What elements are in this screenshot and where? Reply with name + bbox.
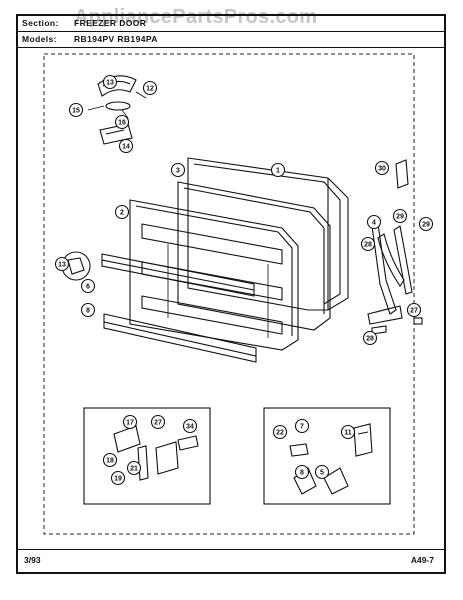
callout-circle — [314, 464, 330, 480]
callout-circle — [360, 236, 376, 252]
models-value: RB194PV RB194PA — [74, 34, 158, 44]
callout-circle — [340, 424, 356, 440]
section-row: Section: FREEZER DOOR — [18, 16, 444, 31]
callout-number: 1 — [276, 168, 280, 175]
callout-circle — [406, 302, 422, 318]
models-row: Models: RB194PV RB194PA — [18, 32, 444, 47]
callout-circle — [374, 160, 390, 176]
callout-circle — [80, 278, 96, 294]
callout-number: 28 — [366, 336, 374, 343]
callout-circle — [270, 162, 286, 178]
models-label: Models: — [22, 34, 57, 44]
callout-circle — [102, 74, 118, 90]
callout-circle — [362, 330, 378, 346]
hinge-cover-group — [87, 75, 147, 145]
callout-number: 29 — [396, 214, 404, 221]
models-divider — [18, 47, 444, 48]
callout-number: 21 — [130, 466, 138, 473]
callout-number: 7 — [300, 424, 304, 431]
callout-circle — [80, 302, 96, 318]
callout-circle — [114, 204, 130, 220]
callout-circle — [102, 452, 118, 468]
door-stop-detail-box — [263, 407, 391, 505]
callout-number: 8 — [300, 470, 304, 477]
callout-number: 15 — [72, 108, 80, 115]
callout-number: 3 — [176, 168, 180, 175]
callout-number: 18 — [106, 458, 114, 465]
callout-number: 28 — [364, 242, 372, 249]
callout-circle — [110, 470, 126, 486]
callout-circle — [170, 162, 186, 178]
callout-number: 34 — [186, 424, 194, 431]
freezer-door-assembly — [61, 157, 349, 363]
callout-number: 14 — [122, 144, 130, 151]
callout-circle — [122, 414, 138, 430]
callout-circle — [392, 208, 408, 224]
callout-number: 16 — [118, 120, 126, 127]
footer-divider — [18, 549, 444, 550]
callout-number: 4 — [372, 220, 376, 227]
callout-circle — [294, 464, 310, 480]
callout-circle — [366, 214, 382, 230]
callout-number: 17 — [126, 420, 134, 427]
header-divider — [18, 31, 444, 32]
footer-date: 3/93 — [24, 555, 41, 565]
callout-circle — [126, 460, 142, 476]
callout-number: 2 — [120, 210, 124, 217]
callout-circle — [68, 102, 84, 118]
callout-circle — [294, 418, 310, 434]
section-value: FREEZER DOOR — [74, 18, 147, 28]
callout-number: 12 — [146, 86, 154, 93]
callout-circle — [182, 418, 198, 434]
callout-number: 19 — [114, 476, 122, 483]
callout-circle — [118, 138, 134, 154]
callout-number: 5 — [320, 470, 324, 477]
callout-number: 13 — [106, 80, 114, 87]
callout-circle — [54, 256, 70, 272]
callout-number: 27 — [410, 308, 418, 315]
callout-number: 29 — [422, 222, 430, 229]
callout-number: 11 — [344, 430, 352, 437]
callout-number: 22 — [276, 430, 284, 437]
callout-circle — [150, 414, 166, 430]
callout-number: 30 — [378, 166, 386, 173]
footer-page: A49-7 — [410, 555, 434, 565]
callout-number: 13 — [58, 262, 66, 269]
callout-circle — [272, 424, 288, 440]
callout-circle — [114, 114, 130, 130]
callout-circle — [418, 216, 434, 232]
callout-number: 27 — [154, 420, 162, 427]
callout-number: 8 — [86, 308, 90, 315]
callout-number: 6 — [86, 284, 90, 291]
callout-circle — [142, 80, 158, 96]
parts-diagram-frame: Section: FREEZER DOOR Models: RB194PV RB… — [16, 14, 446, 574]
section-label: Section: — [22, 18, 59, 28]
